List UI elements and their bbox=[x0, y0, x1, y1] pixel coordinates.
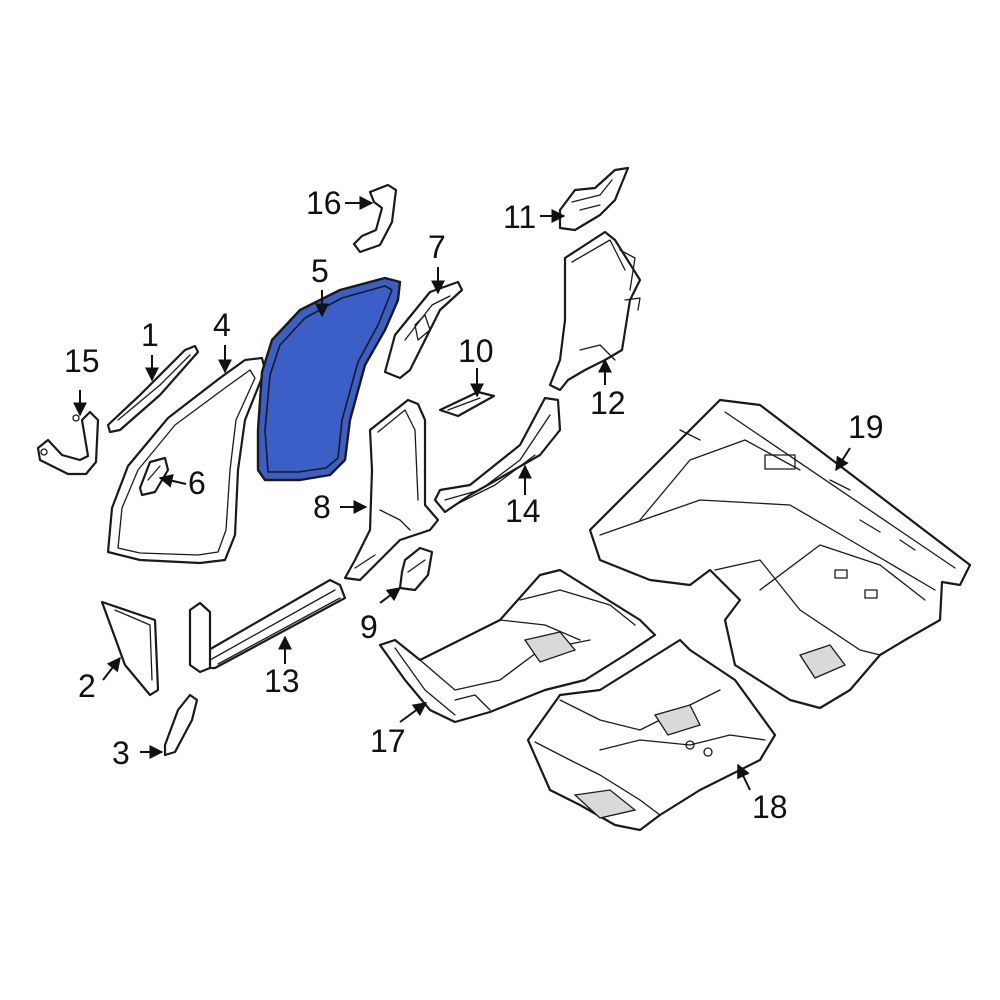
part-16-grab-handle[interactable] bbox=[352, 183, 398, 254]
part-17-front-carpet-left[interactable] bbox=[378, 568, 657, 724]
callout-18: 18 bbox=[752, 789, 788, 825]
callout-9: 9 bbox=[360, 609, 378, 645]
callout-labels: 1 2 3 4 5 6 7 8 9 10 11 12 13 14 15 16 1… bbox=[64, 185, 884, 825]
callout-4: 4 bbox=[213, 307, 231, 343]
callout-17: 17 bbox=[370, 723, 406, 759]
callout-6: 6 bbox=[188, 465, 206, 501]
callout-14: 14 bbox=[505, 493, 541, 529]
callout-8: 8 bbox=[313, 489, 331, 525]
callout-16: 16 bbox=[306, 185, 342, 221]
part-13-front-scuff-plate[interactable] bbox=[188, 578, 347, 674]
part-6-handle-cover[interactable] bbox=[138, 456, 170, 497]
part-9-bracket[interactable] bbox=[398, 546, 434, 592]
callout-11: 11 bbox=[503, 199, 536, 235]
part-12-rear-pillar-trim[interactable] bbox=[548, 230, 642, 392]
callout-2: 2 bbox=[78, 668, 96, 704]
callout-19: 19 bbox=[848, 409, 884, 445]
callout-12: 12 bbox=[590, 385, 626, 421]
part-10-cover[interactable] bbox=[438, 390, 496, 418]
callout-5: 5 bbox=[311, 253, 329, 289]
callout-3: 3 bbox=[112, 735, 130, 771]
part-11-upper-trim[interactable] bbox=[558, 166, 630, 232]
callout-7: 7 bbox=[428, 229, 446, 265]
part-4-front-weatherstrip[interactable] bbox=[106, 356, 267, 565]
part-3-clip[interactable] bbox=[163, 693, 199, 757]
part-8-center-pillar-trim[interactable] bbox=[343, 398, 440, 582]
callout-10: 10 bbox=[458, 333, 494, 369]
callout-1: 1 bbox=[141, 317, 159, 353]
part-19-rear-floor-carpet[interactable] bbox=[588, 398, 972, 710]
callout-13: 13 bbox=[264, 663, 300, 699]
callout-15: 15 bbox=[64, 343, 100, 379]
part-15-grab-handle[interactable] bbox=[36, 410, 100, 476]
leader-lines bbox=[73, 196, 851, 791]
part-18-front-carpet-right[interactable] bbox=[526, 638, 777, 832]
part-2-kick-panel[interactable] bbox=[100, 600, 160, 697]
